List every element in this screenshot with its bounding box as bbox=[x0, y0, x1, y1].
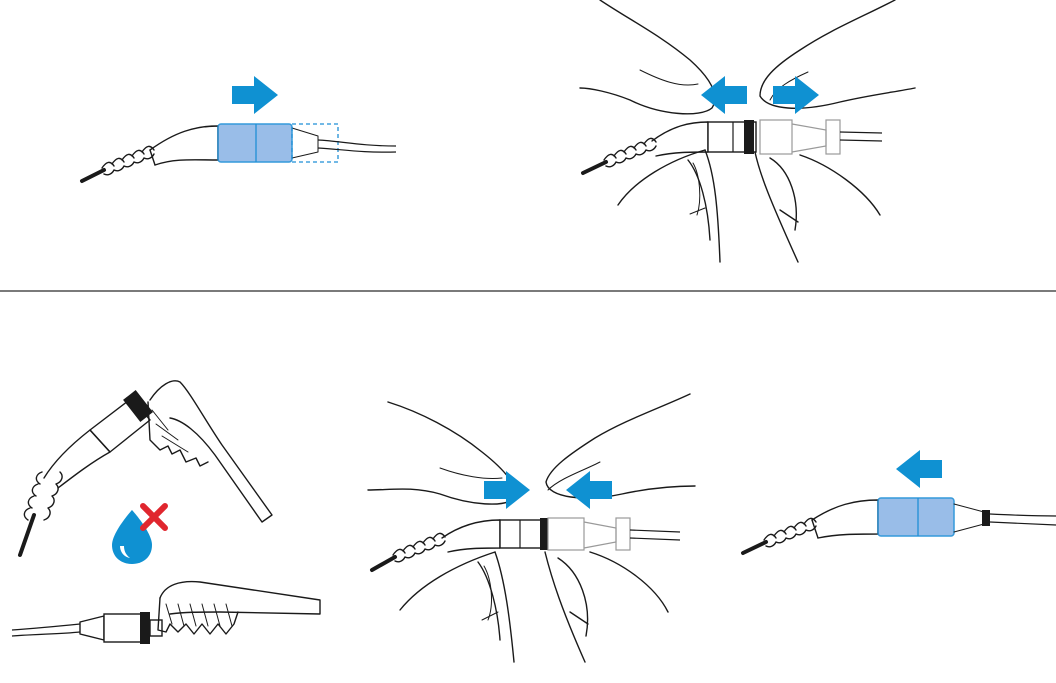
arrow-right-icon bbox=[484, 471, 530, 509]
sleeve bbox=[878, 498, 954, 536]
arrow-right-icon bbox=[773, 76, 819, 114]
arrow-left-icon bbox=[566, 471, 612, 509]
toothbrush-lower bbox=[160, 582, 320, 614]
step-push-together bbox=[368, 394, 695, 662]
step-pull-apart bbox=[580, 0, 915, 262]
left-thumb bbox=[580, 0, 715, 114]
arrow-right-icon bbox=[232, 76, 278, 114]
sleeve bbox=[218, 124, 292, 162]
arrow-left-icon bbox=[701, 76, 747, 114]
step-slide-sleeve-back bbox=[743, 450, 1056, 553]
prohibited-cross-icon bbox=[143, 506, 165, 528]
water-drop-icon bbox=[112, 510, 152, 564]
right-thumb bbox=[546, 394, 695, 498]
arrow-left-icon bbox=[896, 450, 942, 488]
step-clean-with-brush bbox=[12, 381, 320, 644]
step-slide-sleeve-off bbox=[82, 76, 396, 181]
toothbrush-upper bbox=[150, 381, 272, 522]
